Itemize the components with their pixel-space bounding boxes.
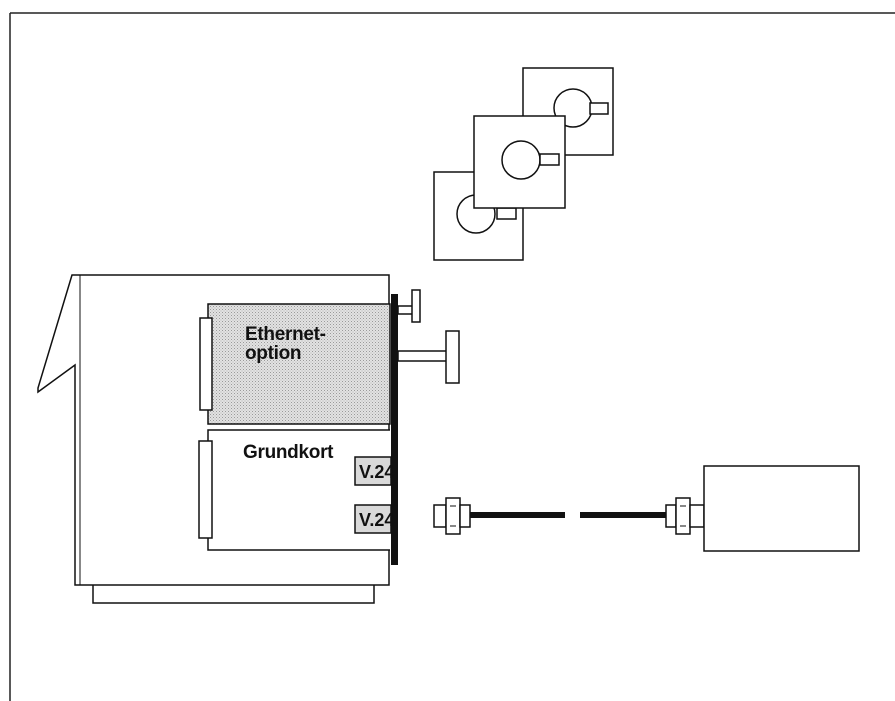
base-card-label: Grundkort bbox=[243, 442, 334, 463]
serial-cable bbox=[433, 497, 705, 535]
v24-port-upper: V.24 bbox=[354, 456, 394, 486]
cable-segment-right bbox=[580, 512, 666, 518]
serial-connector-icon bbox=[665, 497, 705, 535]
ethernet-option-label-line2: option bbox=[245, 343, 301, 364]
base-card: Grundkort bbox=[198, 429, 390, 551]
ethernet-connector-small bbox=[397, 289, 421, 323]
v24-port-lower-label: V.24 bbox=[359, 510, 394, 530]
cable-segment-left bbox=[470, 512, 565, 518]
floppy-disk-icon bbox=[522, 67, 614, 156]
v24-port-upper-label: V.24 bbox=[359, 462, 394, 482]
serial-connector-icon bbox=[433, 497, 471, 535]
ethernet-connector-large bbox=[397, 330, 460, 384]
ethernet-option-label-line1: Ethernet- bbox=[245, 324, 326, 345]
ethernet-option-card: Ethernet- option bbox=[199, 303, 391, 425]
back-panel bbox=[391, 294, 398, 565]
v24-port-lower: V.24 bbox=[354, 504, 394, 534]
page-frame bbox=[9, 12, 895, 701]
external-device bbox=[703, 465, 860, 552]
floppy-disk-icon bbox=[473, 115, 566, 209]
